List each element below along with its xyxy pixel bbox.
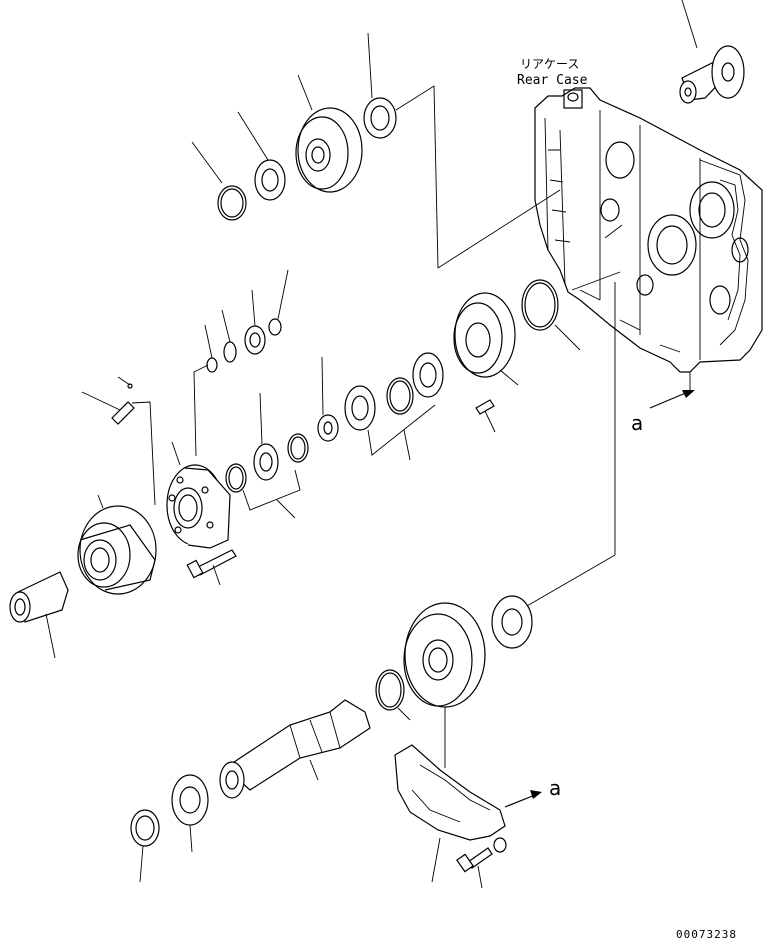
output-shaft: [219, 699, 371, 799]
planet-carrier: [166, 364, 231, 549]
needle-bearing-group: [204, 269, 289, 373]
leader-case: [571, 271, 621, 291]
dowel-pin: [475, 399, 496, 433]
upper-gear-group: [191, 32, 397, 221]
rear-case: [534, 87, 763, 373]
drawing-number: 00073238: [676, 928, 737, 941]
snap-ring-lower: [375, 669, 411, 721]
oil-seal: [130, 809, 160, 883]
rear-case-label-en: Rear Case: [517, 73, 588, 88]
ring-gear: [453, 292, 519, 386]
planet-bearing-pair: [344, 352, 444, 461]
bolt-lower-left: [186, 549, 237, 586]
rear-case-label-jp: リアケース: [520, 57, 579, 71]
pin-group: [81, 376, 156, 506]
cover-plate: [394, 744, 506, 883]
leader-upper: [395, 85, 561, 269]
bearing-set-middle: [225, 392, 309, 519]
view-arrow-upper: [649, 372, 695, 409]
output-gear: [403, 602, 486, 768]
view-arrow-lower: [504, 790, 542, 808]
bolt-lower: [456, 837, 507, 889]
spline-shaft-short: [9, 571, 69, 659]
o-ring: [521, 279, 581, 351]
input-gear: [77, 494, 157, 595]
view-mark-upper: a: [631, 411, 643, 435]
thrust-washer: [317, 356, 339, 442]
leader-lower: [519, 282, 616, 611]
flange-shaft: [679, 0, 745, 104]
output-bearing: [491, 595, 533, 649]
view-mark-lower: a: [549, 776, 561, 800]
rear-bearing: [171, 774, 209, 853]
